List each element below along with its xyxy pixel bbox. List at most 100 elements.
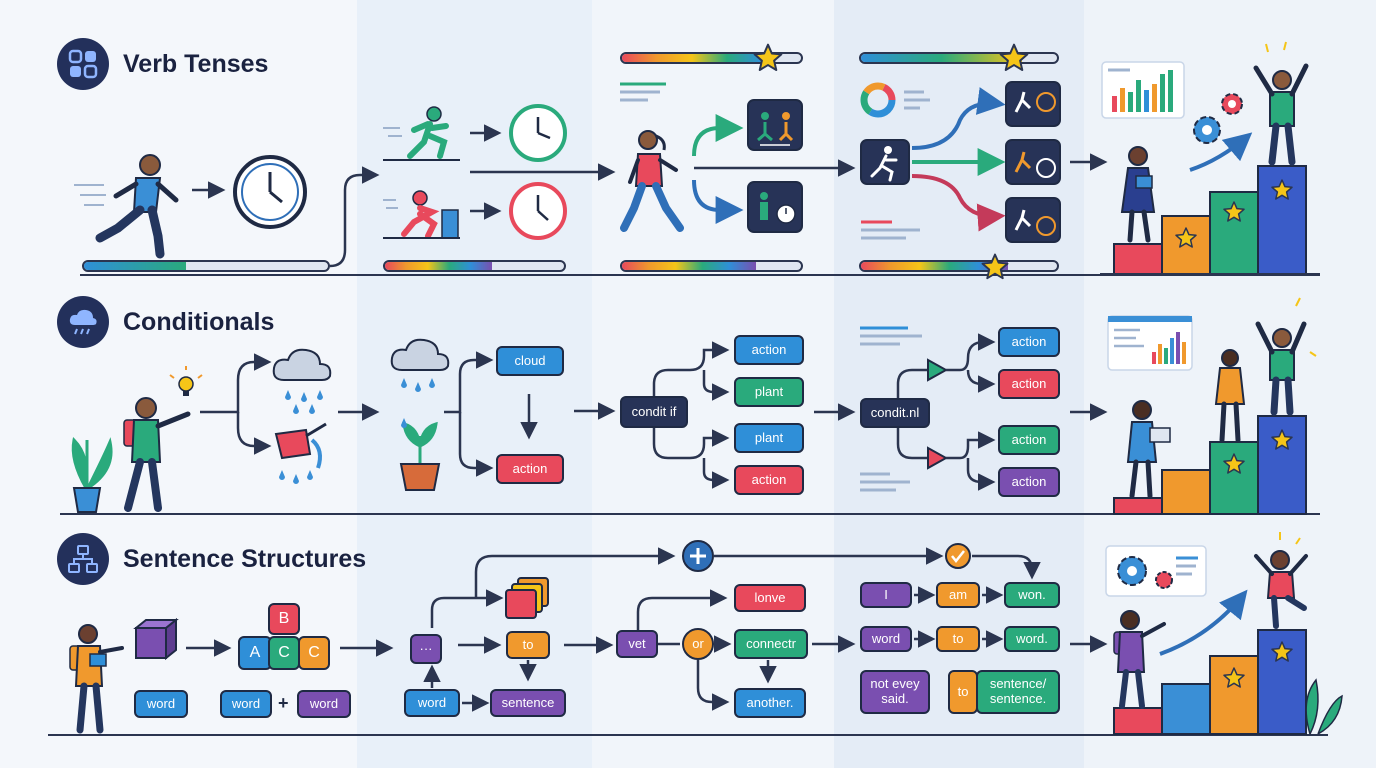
am-box: am (936, 582, 980, 608)
conditionals-title: Conditionals (123, 307, 275, 336)
action-box-e: action (998, 425, 1060, 455)
clock-icon (233, 155, 307, 229)
progress-fill-col3-bottom (861, 262, 1008, 270)
cloud-box: cloud (496, 346, 564, 376)
potted-sprout-icon (399, 418, 441, 491)
podium-icon (1113, 165, 1307, 275)
student-reading-icon (1120, 146, 1156, 243)
green-runner-icon (383, 106, 460, 161)
word-end-box: word. (1004, 626, 1060, 652)
not-evey-said-box: not evey said. (860, 670, 930, 714)
rain-cloud-graphic-2 (390, 338, 450, 392)
sentence-box: sentence (490, 689, 566, 717)
sentence-structures-header: Sentence Structures (57, 533, 366, 585)
text-lines-icon (620, 82, 666, 102)
check-circle-icon (945, 543, 971, 569)
watering-can-icon (274, 422, 327, 484)
word-box-col2: word (404, 689, 460, 717)
runner-box-icon (860, 139, 910, 185)
student-backpack-icon (1113, 610, 1166, 709)
to-box: to (506, 631, 550, 659)
red-hurdler-icon (383, 190, 460, 239)
won-box: won. (1004, 582, 1060, 608)
running-person-icon (74, 154, 179, 259)
student-with-tablet-icon (69, 624, 124, 734)
cheering-person-icon-2 (1255, 297, 1317, 416)
to-box-col4: to (936, 626, 980, 652)
progress-bar-col3-bottom (859, 260, 1059, 272)
plus-circle-icon (682, 540, 714, 572)
verb-tenses-title: Verb Tenses (123, 49, 269, 78)
i-box: I (860, 582, 912, 608)
row-divider-2 (60, 513, 1320, 515)
word-box-col4: word (860, 626, 912, 652)
lonve-box: lonve (734, 584, 806, 612)
text-lines-icon-3 (860, 472, 910, 492)
star-icon-2 (999, 43, 1029, 71)
condit-if-box: condit if (620, 396, 688, 428)
sentence-sentence-box: sentence/ sentence. (976, 670, 1060, 714)
conditionals-header: Conditionals (57, 296, 274, 348)
condit-nl-box: condit.nl (860, 398, 930, 428)
another-box: another. (734, 688, 806, 718)
gear-card-icon (1105, 545, 1207, 597)
rain-cloud-icon (57, 296, 109, 348)
pointing-student-icon (123, 397, 191, 512)
hierarchy-icon (57, 533, 109, 585)
block-b: B (268, 603, 300, 635)
dashboard-card-icon (1107, 315, 1193, 371)
bar-chart-card-icon (1101, 61, 1185, 119)
vet-box: vet (616, 630, 658, 658)
plant-pot-icon (71, 436, 113, 513)
exit-clock-icon-1 (1005, 81, 1061, 127)
or-circle: or (682, 628, 714, 660)
person-timer-icon (747, 181, 803, 233)
action-box-a: action (734, 335, 804, 365)
podium-icon-3 (1113, 629, 1307, 735)
star-icon-3 (981, 253, 1009, 280)
progress-bar-col2-bottom (620, 260, 803, 272)
progress-fill-col2-bottom (622, 262, 757, 270)
lightbulb-icon (169, 366, 203, 396)
row-divider-3 (48, 734, 1328, 736)
progress-fill-start (84, 262, 187, 270)
red-clock-icon (509, 182, 567, 240)
connectr-box: connectr (734, 629, 808, 659)
block-c-1: C (268, 636, 300, 670)
action-box-b: action (734, 465, 804, 495)
green-clock-icon (509, 104, 567, 162)
block-c-2: C (298, 636, 330, 670)
exit-clock-icon-3 (1005, 197, 1061, 243)
grid-apps-icon (57, 38, 109, 90)
progress-fill-col2-top (622, 54, 762, 62)
word-box-left: word (220, 690, 272, 718)
podium-icon-2 (1113, 415, 1307, 515)
donut-chart-icon (860, 82, 930, 118)
plant-box-b: plant (734, 423, 804, 453)
plus-sign: + (278, 693, 289, 713)
cheering-person-icon (1253, 41, 1309, 166)
progress-bar-start (82, 260, 330, 272)
jumping-girl-icon (1254, 532, 1308, 629)
people-exchange-icon (747, 99, 803, 151)
gears-icon (1193, 93, 1243, 144)
progress-fill-col3-top (861, 54, 1022, 62)
word-box: word (134, 690, 188, 718)
progress-fill-col1 (385, 262, 493, 270)
verb-tenses-header: Verb Tenses (57, 38, 268, 90)
progress-bar-col1 (383, 260, 566, 272)
walking-girl-icon (620, 130, 684, 232)
purple-cube-icon (133, 617, 179, 661)
action-box-d: action (998, 369, 1060, 399)
to-small-box: to (948, 670, 978, 714)
exit-clock-icon-2 (1005, 139, 1061, 185)
rain-cloud-graphic-1 (272, 348, 332, 414)
ellipsis-box: ··· (410, 634, 442, 664)
row-divider-1 (80, 274, 1320, 276)
action-box-f: action (998, 467, 1060, 497)
stacked-cards-icon (505, 577, 549, 619)
tablet-student-icon (1126, 400, 1171, 499)
leaf-plant-icon (1305, 678, 1343, 735)
action-box-col1: action (496, 454, 564, 484)
